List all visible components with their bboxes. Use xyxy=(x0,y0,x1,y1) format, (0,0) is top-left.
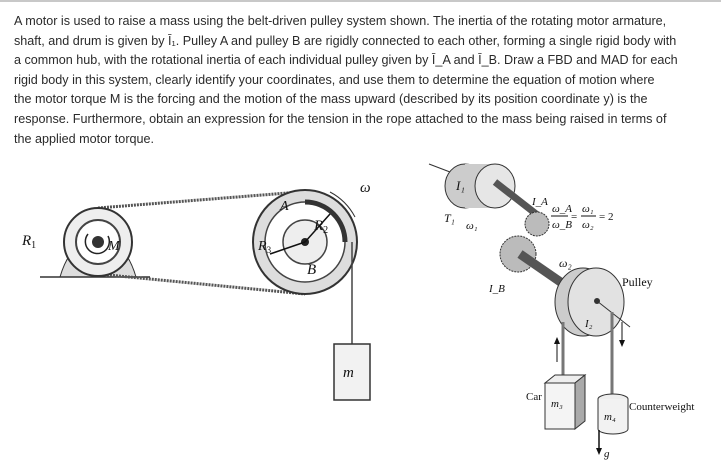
svg-text:ω_B: ω_B xyxy=(552,219,572,231)
svg-text:ω₂: ω₂ xyxy=(559,256,572,270)
svg-text:A: A xyxy=(279,199,289,214)
svg-text:R3: R3 xyxy=(257,239,272,255)
svg-text:I₁: I₁ xyxy=(455,178,465,193)
svg-text:T₁: T₁ xyxy=(444,211,455,225)
belt-top xyxy=(97,190,301,210)
svg-text:I₂: I₂ xyxy=(584,318,593,330)
svg-text:m₃: m₃ xyxy=(551,398,563,410)
svg-text:I_A: I_A xyxy=(531,196,548,208)
belt-pulley-figure: R1 M A R2 R3 B ω m xyxy=(21,180,371,401)
problem-line: response. Furthermore, obtain an express… xyxy=(14,111,667,126)
problem-statement: A motor is used to raise a mass using th… xyxy=(14,12,714,149)
svg-text:Car: Car xyxy=(526,391,542,403)
svg-text:R2: R2 xyxy=(313,218,328,236)
svg-text:ω_A: ω_A xyxy=(552,203,572,215)
svg-text:M: M xyxy=(107,239,121,254)
svg-text:ω₁: ω₁ xyxy=(582,203,594,215)
problem-line: the motor torque M is the forcing and th… xyxy=(14,92,648,107)
problem-line: a common hub, with the rotational inerti… xyxy=(14,53,678,68)
gear-A xyxy=(524,211,550,237)
problem-line: the applied motor torque. xyxy=(14,131,155,146)
svg-text:ω: ω xyxy=(360,180,371,196)
belt-bottom xyxy=(97,272,306,296)
problem-line: A motor is used to raise a mass using th… xyxy=(14,14,667,28)
mass-block xyxy=(333,343,371,401)
svg-text:g: g xyxy=(604,448,610,460)
svg-text:=: = xyxy=(571,211,577,223)
svg-text:Pulley: Pulley xyxy=(622,275,653,289)
svg-text:= 2: = 2 xyxy=(599,211,613,223)
problem-line: rigid body in this system, clearly ident… xyxy=(14,72,655,87)
svg-text:I_B: I_B xyxy=(488,283,505,295)
svg-text:ω₂: ω₂ xyxy=(582,219,594,231)
svg-text:ω₁: ω₁ xyxy=(466,220,478,232)
problem-line: shaft, and drum is given by Ī₁. Pulley A… xyxy=(14,33,677,48)
svg-text:R1: R1 xyxy=(21,233,36,251)
gear-pulley-figure: I₁ T₁ ω₁ I_A I_B ω₂ ω_A ω_B = ω₁ ω₂ = 2 … xyxy=(428,163,694,460)
svg-text:Counterweight: Counterweight xyxy=(629,401,694,413)
svg-text:m₄: m₄ xyxy=(604,411,616,423)
svg-text:m: m xyxy=(343,365,354,381)
svg-text:B: B xyxy=(307,262,316,278)
